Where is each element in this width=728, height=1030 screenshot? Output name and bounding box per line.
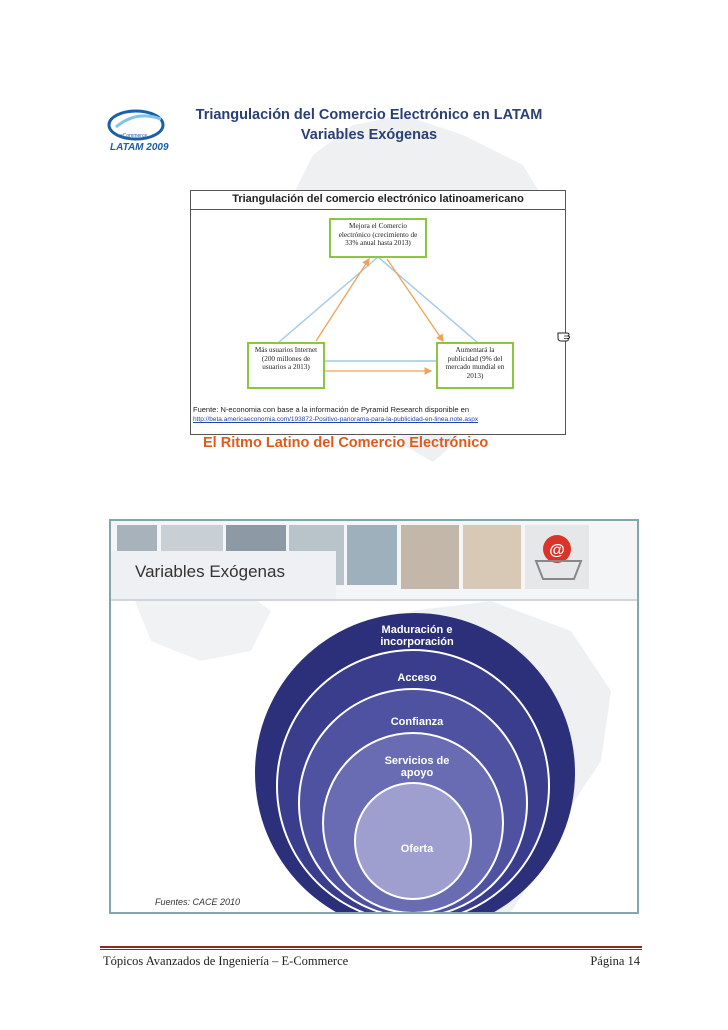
- figure-divider: [191, 209, 565, 210]
- shopping-cart-icon: [534, 560, 583, 580]
- box-publicidad: Aumentará la publicidad (9% del mercado …: [436, 342, 514, 389]
- label-maduracion-1: Maduración e: [382, 624, 453, 636]
- triangulation-figure: Triangulación del comercio electrónico l…: [190, 190, 566, 435]
- slide-triangulacion: eCommerce LATAM 2009 Triangulación del C…: [103, 85, 575, 462]
- footer-course-title: Tópicos Avanzados de Ingeniería – E-Comm…: [103, 954, 349, 968]
- slide2-title: Variables Exógenas: [135, 562, 285, 581]
- svg-text:@: @: [549, 542, 565, 559]
- label-confianza: Confianza: [391, 716, 444, 728]
- footer-rule-thin: [100, 949, 642, 950]
- slide1-footer-title: El Ritmo Latino del Comercio Electrónico: [203, 435, 489, 451]
- slide1-title-line2: Variables Exógenas: [300, 127, 438, 143]
- slide2-source: Fuentes: CACE 2010: [155, 897, 241, 907]
- at-sign-badge-icon: [543, 535, 571, 563]
- label-servicios-1: Servicios de: [385, 755, 450, 767]
- logo-brand: LATAM 2009: [110, 142, 169, 153]
- slide2-graphics: @ Maduración e incorporación Acceso Conf…: [111, 521, 637, 912]
- label-acceso: Acceso: [397, 672, 436, 684]
- footer-rule-thick: [100, 946, 642, 948]
- footer-page-number: Página 14: [590, 954, 640, 968]
- box-mejora-comercio: Mejora el Comercio electrónico (crecimie…: [329, 218, 427, 258]
- circle-oferta: [354, 782, 472, 900]
- slide1-title-line1: Triangulación del Comercio Electrónico e…: [195, 107, 543, 123]
- box-mas-usuarios: Más usuarios Internet (200 millones de u…: [247, 342, 325, 389]
- ecommerce-latam-logo: eCommerce LATAM 2009: [107, 109, 169, 153]
- slide-variables-exogenas: @ Maduración e incorporación Acceso Conf…: [109, 519, 639, 914]
- figure-title: Triangulación del comercio electrónico l…: [232, 193, 524, 205]
- figure-source: Fuente: N-economia con base a la informa…: [193, 405, 469, 414]
- label-maduracion-2: incorporación: [380, 636, 454, 648]
- pointing-hand-icon: [557, 332, 571, 342]
- label-servicios-2: apoyo: [401, 767, 434, 779]
- label-oferta: Oferta: [401, 843, 434, 855]
- logo-brand-small: eCommerce: [120, 133, 147, 139]
- triangle-arrows: [255, 256, 501, 375]
- figure-source-link[interactable]: http://beta.americaeconomia.com/193872-P…: [193, 416, 479, 423]
